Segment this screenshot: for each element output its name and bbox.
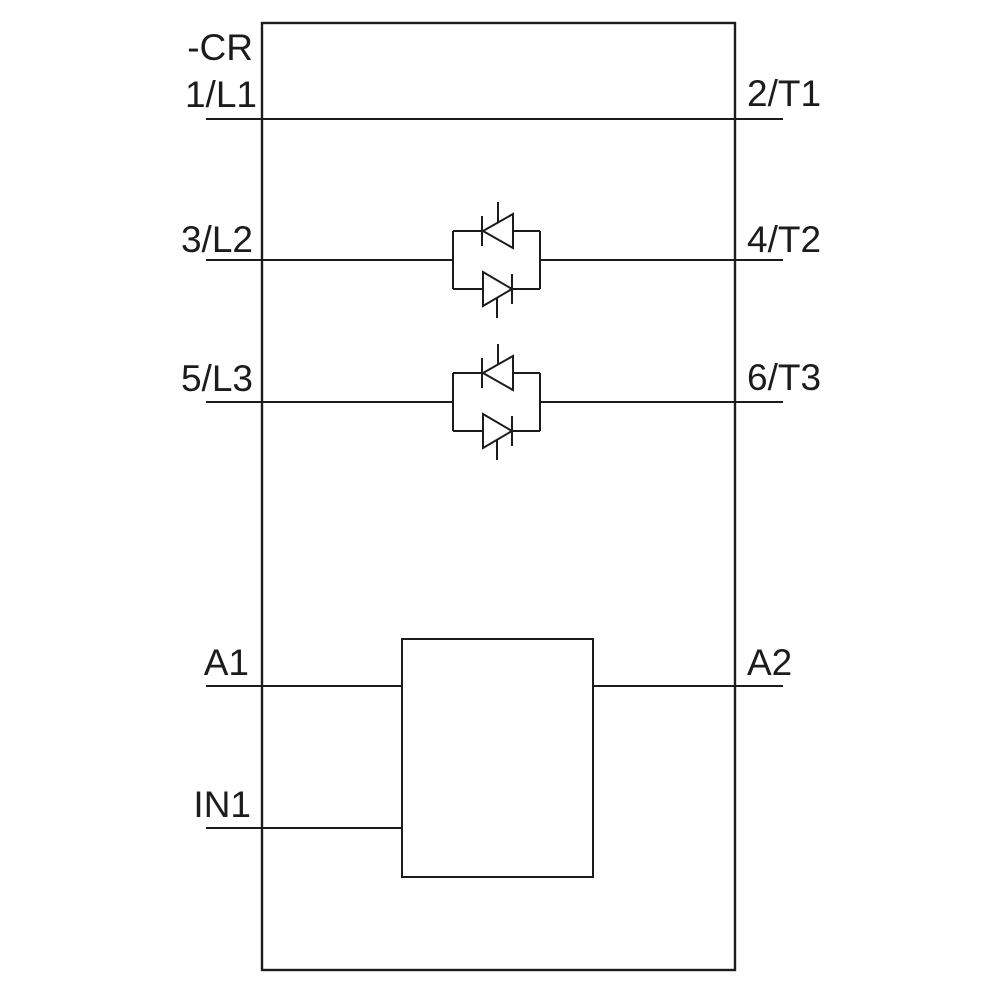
terminal-label-4t2: 4/T2 bbox=[747, 219, 821, 260]
control-circuit: A1 A2 IN1 bbox=[193, 638, 792, 878]
thyristor-pair-l2 bbox=[452, 202, 541, 318]
terminal-label-a1: A1 bbox=[204, 642, 249, 683]
terminal-label-3l2: 3/L2 bbox=[181, 219, 253, 260]
terminal-label-in1: IN1 bbox=[193, 784, 251, 825]
thyristor-pair-l3 bbox=[452, 344, 541, 460]
device-reference-label: -CR bbox=[187, 27, 253, 68]
scr-forward-triangle bbox=[482, 270, 514, 308]
terminal-label-a2: A2 bbox=[747, 642, 792, 683]
terminal-label-2t1: 2/T1 bbox=[747, 73, 821, 114]
terminal-label-1l1: 1/L1 bbox=[185, 74, 257, 115]
phase-l3: 5/L3 6/T3 bbox=[181, 344, 821, 460]
scr-forward-triangle bbox=[482, 412, 514, 450]
phase-l2: 3/L2 4/T2 bbox=[181, 202, 821, 318]
terminal-label-6t3: 6/T3 bbox=[747, 357, 821, 398]
phase-l1: 1/L1 2/T1 bbox=[185, 73, 821, 120]
control-unit-box bbox=[401, 638, 594, 878]
scr-reverse-triangle bbox=[480, 212, 514, 250]
terminal-label-5l3: 5/L3 bbox=[181, 358, 253, 399]
scr-reverse-triangle bbox=[480, 354, 514, 392]
device-boundary-box bbox=[260, 21, 737, 972]
